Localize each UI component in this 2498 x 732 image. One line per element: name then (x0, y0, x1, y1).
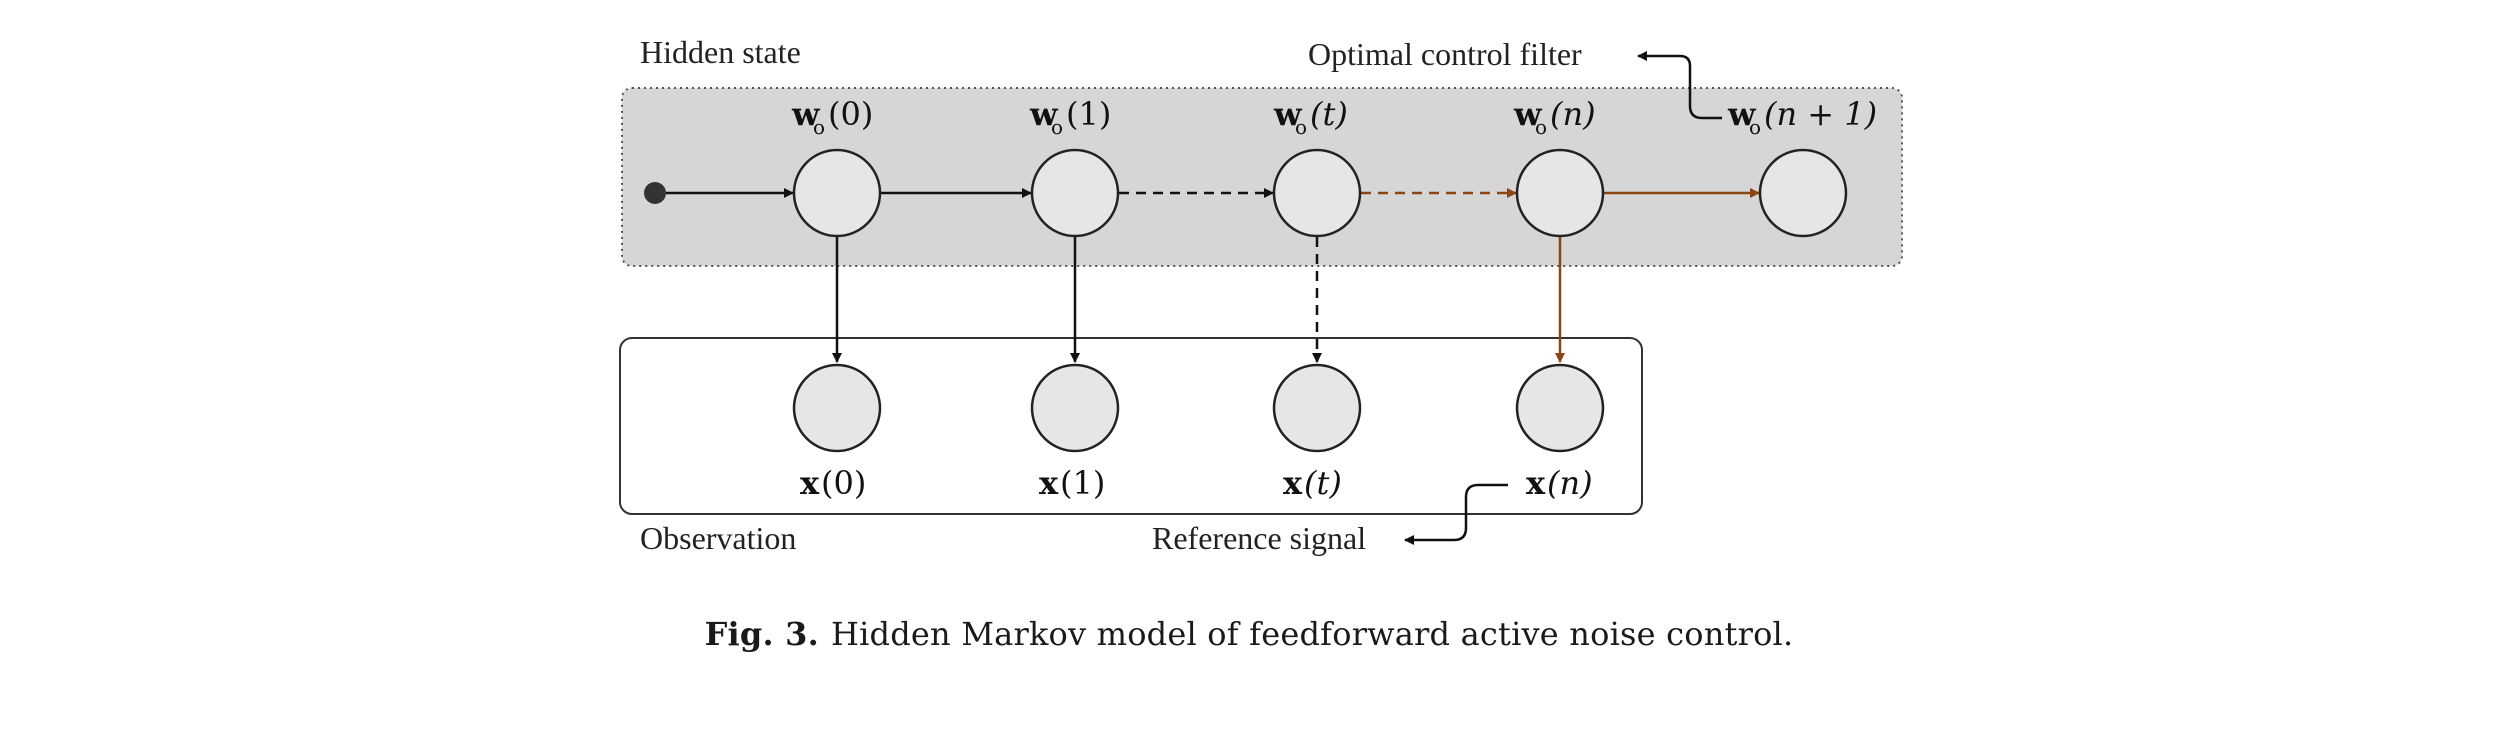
observation-label: Observation (640, 520, 796, 556)
obs-label-x1: x (1) (1039, 464, 1105, 502)
svg-text:(1): (1) (1060, 464, 1105, 502)
svg-text:o: o (1295, 115, 1307, 139)
obs-node-x1 (1030, 363, 1120, 453)
hidden-node-w1 (1030, 148, 1120, 238)
svg-text:w: w (1727, 95, 1757, 133)
hidden-label-wn: w o (n) (1513, 95, 1596, 139)
svg-text:x: x (1283, 464, 1303, 502)
reference-signal-arrow (1404, 483, 1508, 545)
svg-text:(0): (0) (828, 95, 873, 133)
figure-caption: Fig. 3. Hidden Markov model of feedforwar… (0, 615, 2498, 653)
svg-text:(t): (t) (1310, 95, 1348, 133)
hidden-state-label: Hidden state (640, 34, 801, 70)
obs-label-xn: x (n) (1526, 464, 1593, 502)
svg-text:x: x (1526, 464, 1546, 502)
svg-text:o: o (1749, 115, 1761, 139)
obs-label-x0: x (0) (800, 464, 866, 502)
svg-text:x: x (800, 464, 820, 502)
svg-text:(n): (n) (1547, 464, 1593, 502)
obs-node-xn (1515, 363, 1605, 453)
svg-text:w: w (791, 95, 821, 133)
hidden-label-w1: w o (1) (1029, 95, 1111, 139)
reference-signal-label: Reference signal (1152, 520, 1366, 556)
svg-text:w: w (1029, 95, 1059, 133)
svg-text:w: w (1273, 95, 1303, 133)
optimal-control-filter-label: Optimal control filter (1308, 36, 1582, 72)
hidden-node-wt (1272, 148, 1362, 238)
svg-text:(0): (0) (821, 464, 866, 502)
observation-region (619, 337, 1643, 515)
hmm-diagram: Hidden state Observation w o (0) w o (1)… (619, 34, 1903, 556)
svg-text:(t): (t) (1304, 464, 1342, 502)
svg-text:o: o (813, 115, 825, 139)
start-dot (644, 182, 666, 204)
svg-text:w: w (1513, 95, 1543, 133)
svg-text:x: x (1039, 464, 1059, 502)
svg-text:o: o (1535, 115, 1547, 139)
hidden-label-w0: w o (0) (791, 95, 873, 139)
svg-text:(n + 1): (n + 1) (1764, 95, 1877, 133)
figure-caption-text: Hidden Markov model of feedforward activ… (830, 615, 1794, 653)
hidden-label-wn1: w o (n + 1) (1727, 95, 1877, 139)
hidden-label-wt: w o (t) (1273, 95, 1348, 139)
optimal-control-filter-arrow (1637, 51, 1722, 120)
svg-text:o: o (1051, 115, 1063, 139)
figure-caption-label: Fig. 3. (704, 615, 819, 653)
hidden-node-wn (1515, 148, 1605, 238)
obs-label-xt: x (t) (1283, 464, 1342, 502)
obs-node-xt (1272, 363, 1362, 453)
svg-text:(1): (1) (1066, 95, 1111, 133)
svg-text:(n): (n) (1550, 95, 1596, 133)
obs-node-x0 (792, 363, 882, 453)
hidden-node-w0 (792, 148, 882, 238)
hidden-node-wn1 (1758, 148, 1848, 238)
